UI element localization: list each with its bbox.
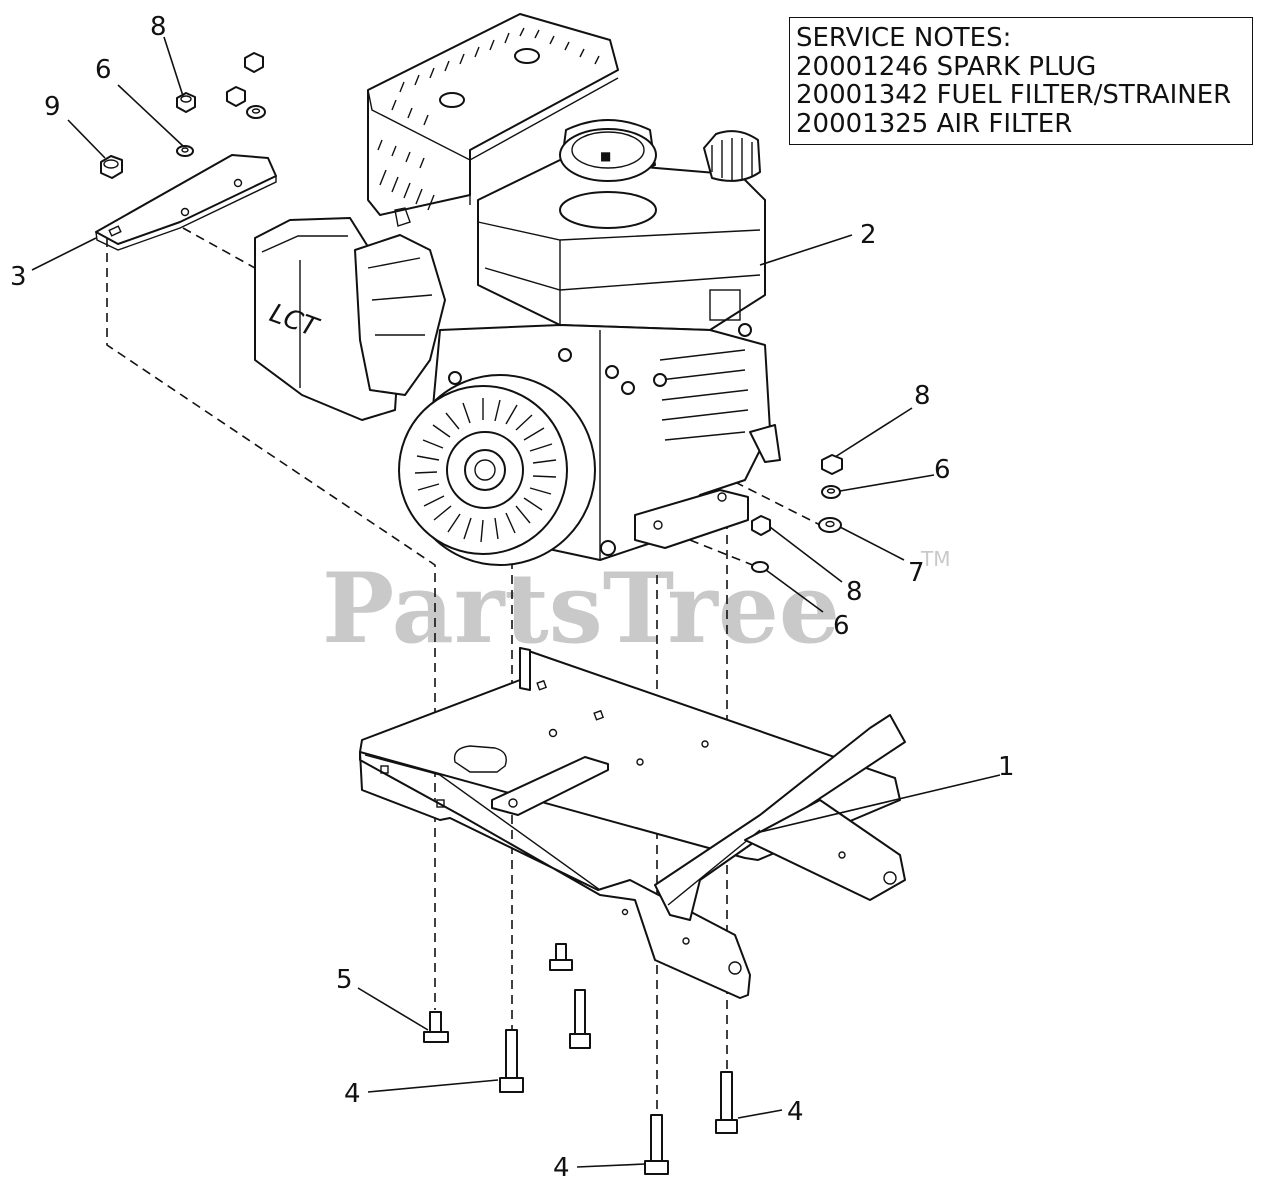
svg-text:■: ■ <box>600 149 611 163</box>
part-5-shoulder-bolt <box>423 1011 449 1043</box>
hardware-right <box>751 454 843 573</box>
callout-8-b: 8 <box>914 381 931 411</box>
part-2-engine: LCT ■ <box>254 13 781 566</box>
callout-6-c: 6 <box>833 611 850 641</box>
callout-4-b: 4 <box>553 1153 570 1183</box>
spare-bolts <box>549 943 591 1049</box>
callout-4-a: 4 <box>344 1079 361 1109</box>
callout-8-a: 8 <box>150 12 167 42</box>
part-8-nut-right <box>821 454 843 475</box>
part-6-lockwasher-center <box>751 561 769 573</box>
part-4-bolt-c <box>715 1071 738 1134</box>
service-note-spark-plug: 20001246 SPARK PLUG <box>796 51 1097 82</box>
part-8-nut-center <box>751 515 771 536</box>
callout-7: 7 <box>908 558 925 588</box>
service-note-air-filter: 20001325 AIR FILTER <box>796 108 1073 139</box>
starter-fins <box>414 398 557 543</box>
callout-8-c: 8 <box>846 577 863 607</box>
callout-3: 3 <box>10 262 27 292</box>
callout-1: 1 <box>998 752 1015 782</box>
watermark-trademark: TM <box>920 547 950 571</box>
callout-9: 9 <box>44 92 61 122</box>
part-7-washer-right <box>818 517 842 533</box>
service-notes-box: SERVICE NOTES: 20001246 SPARK PLUG 20001… <box>789 17 1253 145</box>
part-3-bracket <box>95 154 277 251</box>
part-8-nut <box>176 92 196 113</box>
service-note-fuel-filter: 20001342 FUEL FILTER/STRAINER <box>796 80 1232 110</box>
hardware-top-left <box>100 52 266 179</box>
part-4-bolt-a <box>499 1029 524 1093</box>
callout-numbers: 1 2 3 4 4 4 5 6 6 6 7 8 8 8 9 <box>10 12 1015 1183</box>
part-6-washer-right <box>821 485 841 499</box>
part-1-frame <box>359 647 906 999</box>
callout-6-b: 6 <box>934 455 951 485</box>
callout-4-c: 4 <box>787 1097 804 1127</box>
callout-5: 5 <box>336 965 353 995</box>
callout-2: 2 <box>860 220 877 250</box>
service-notes-heading: SERVICE NOTES: <box>796 23 1012 53</box>
part-9-nut <box>100 155 123 179</box>
callout-6-a: 6 <box>95 55 112 85</box>
part-4-bolt-b <box>644 1114 669 1175</box>
callout-leaders <box>31 36 1001 1168</box>
part-6-washer <box>176 145 194 157</box>
